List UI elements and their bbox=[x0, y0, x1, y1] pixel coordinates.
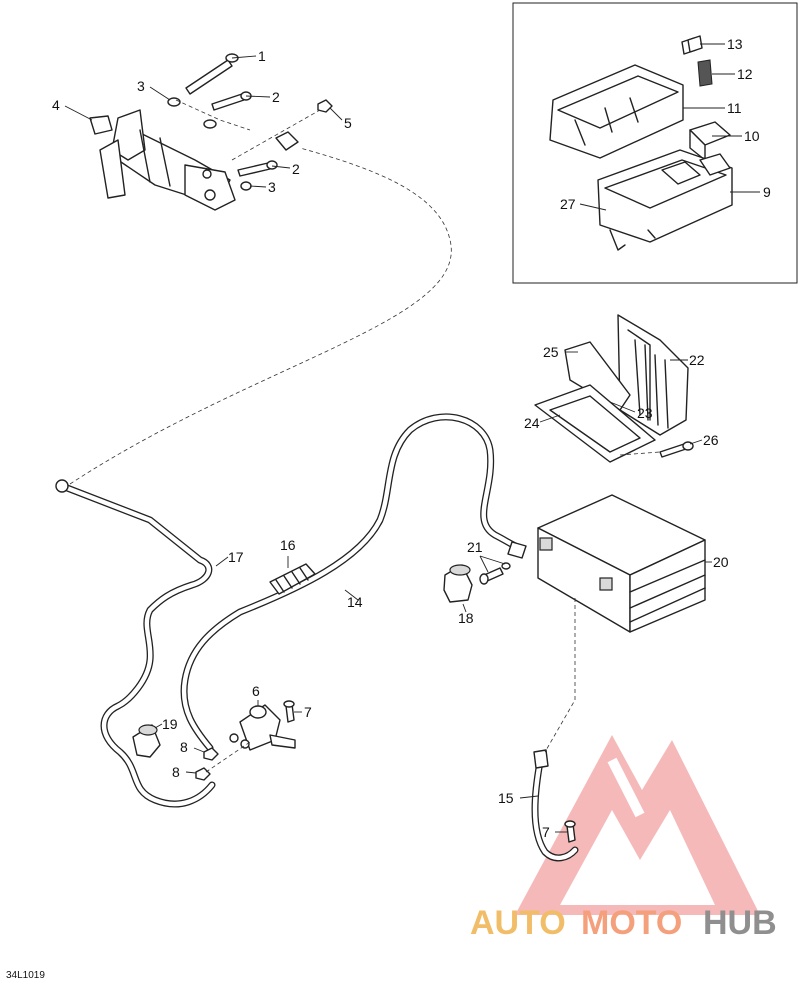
callout-22: 22 bbox=[689, 352, 705, 368]
callout-7-upper: 7 bbox=[304, 704, 312, 720]
boot-18 bbox=[443, 564, 473, 603]
battery-20 bbox=[537, 494, 706, 633]
bracket-tab bbox=[275, 131, 299, 151]
callout-8-lower: 8 bbox=[172, 764, 180, 780]
callout-21: 21 bbox=[467, 539, 483, 555]
washer-3-mid bbox=[203, 119, 217, 129]
bolt-1 bbox=[185, 53, 239, 95]
solenoid-6 bbox=[229, 704, 296, 751]
fuse-box-inset-frame bbox=[512, 2, 798, 284]
callout-17: 17 bbox=[228, 549, 244, 565]
washer-3-lower bbox=[240, 181, 252, 191]
callout-13: 13 bbox=[727, 36, 743, 52]
bolt-7-lower bbox=[564, 820, 576, 843]
watermark-logo bbox=[515, 735, 760, 915]
leader-lines bbox=[64, 43, 760, 833]
screw-26 bbox=[659, 441, 694, 458]
callout-16: 16 bbox=[280, 537, 296, 553]
callout-23: 23 bbox=[637, 405, 653, 421]
callout-27: 27 bbox=[560, 196, 576, 212]
fuse-box-cover-11 bbox=[549, 64, 684, 159]
callout-4: 4 bbox=[52, 97, 60, 113]
callout-18: 18 bbox=[458, 610, 474, 626]
fuse-box-base-9 bbox=[597, 149, 733, 251]
boot-19 bbox=[132, 724, 161, 758]
callout-14: 14 bbox=[347, 594, 363, 610]
diagram-code: 34L1019 bbox=[6, 970, 45, 981]
callout-19: 19 bbox=[162, 716, 178, 732]
callout-9: 9 bbox=[763, 184, 771, 200]
callout-24: 24 bbox=[524, 415, 540, 431]
callout-15: 15 bbox=[498, 790, 514, 806]
callout-1: 1 bbox=[258, 48, 266, 64]
fuse-12 bbox=[697, 59, 713, 87]
bolt-7-upper bbox=[283, 700, 295, 723]
callout-25: 25 bbox=[543, 344, 559, 360]
callout-20: 20 bbox=[713, 554, 729, 570]
relay-10 bbox=[689, 121, 731, 161]
callout-3-lower: 3 bbox=[268, 179, 276, 195]
callout-10: 10 bbox=[744, 128, 760, 144]
battery-tray bbox=[534, 314, 689, 463]
washer-3-upper bbox=[167, 97, 181, 107]
cable-15 bbox=[531, 749, 579, 862]
screw-21 bbox=[479, 562, 511, 585]
callout-2-lower: 2 bbox=[292, 161, 300, 177]
watermark-auto: AUTO bbox=[470, 904, 566, 942]
callout-3-upper: 3 bbox=[137, 78, 145, 94]
nut-5 bbox=[317, 99, 333, 113]
callout-labels: 1 2 2 3 3 4 5 6 7 7 8 8 9 10 11 12 13 14… bbox=[52, 36, 771, 840]
watermark-text: AUTO MOTO HUB bbox=[470, 904, 777, 942]
bolt-2-upper bbox=[211, 91, 252, 111]
nut-8-upper bbox=[203, 747, 219, 761]
callout-12: 12 bbox=[737, 66, 753, 82]
cable-14 bbox=[180, 413, 527, 752]
watermark-moto: MOTO bbox=[581, 904, 682, 942]
nut-8-lower bbox=[195, 767, 211, 781]
sleeve-16 bbox=[269, 563, 316, 595]
starter-motor bbox=[89, 109, 236, 211]
fuse-13 bbox=[681, 35, 703, 55]
callout-8-upper: 8 bbox=[180, 739, 188, 755]
cable-17 bbox=[55, 479, 216, 808]
watermark-hub: HUB bbox=[703, 904, 777, 942]
callout-2-upper: 2 bbox=[272, 89, 280, 105]
callout-7-lower: 7 bbox=[542, 824, 550, 840]
callout-6: 6 bbox=[252, 683, 260, 699]
callout-11: 11 bbox=[727, 100, 742, 116]
callout-5: 5 bbox=[344, 115, 352, 131]
bolt-2-lower bbox=[237, 160, 278, 177]
callout-26: 26 bbox=[703, 432, 719, 448]
